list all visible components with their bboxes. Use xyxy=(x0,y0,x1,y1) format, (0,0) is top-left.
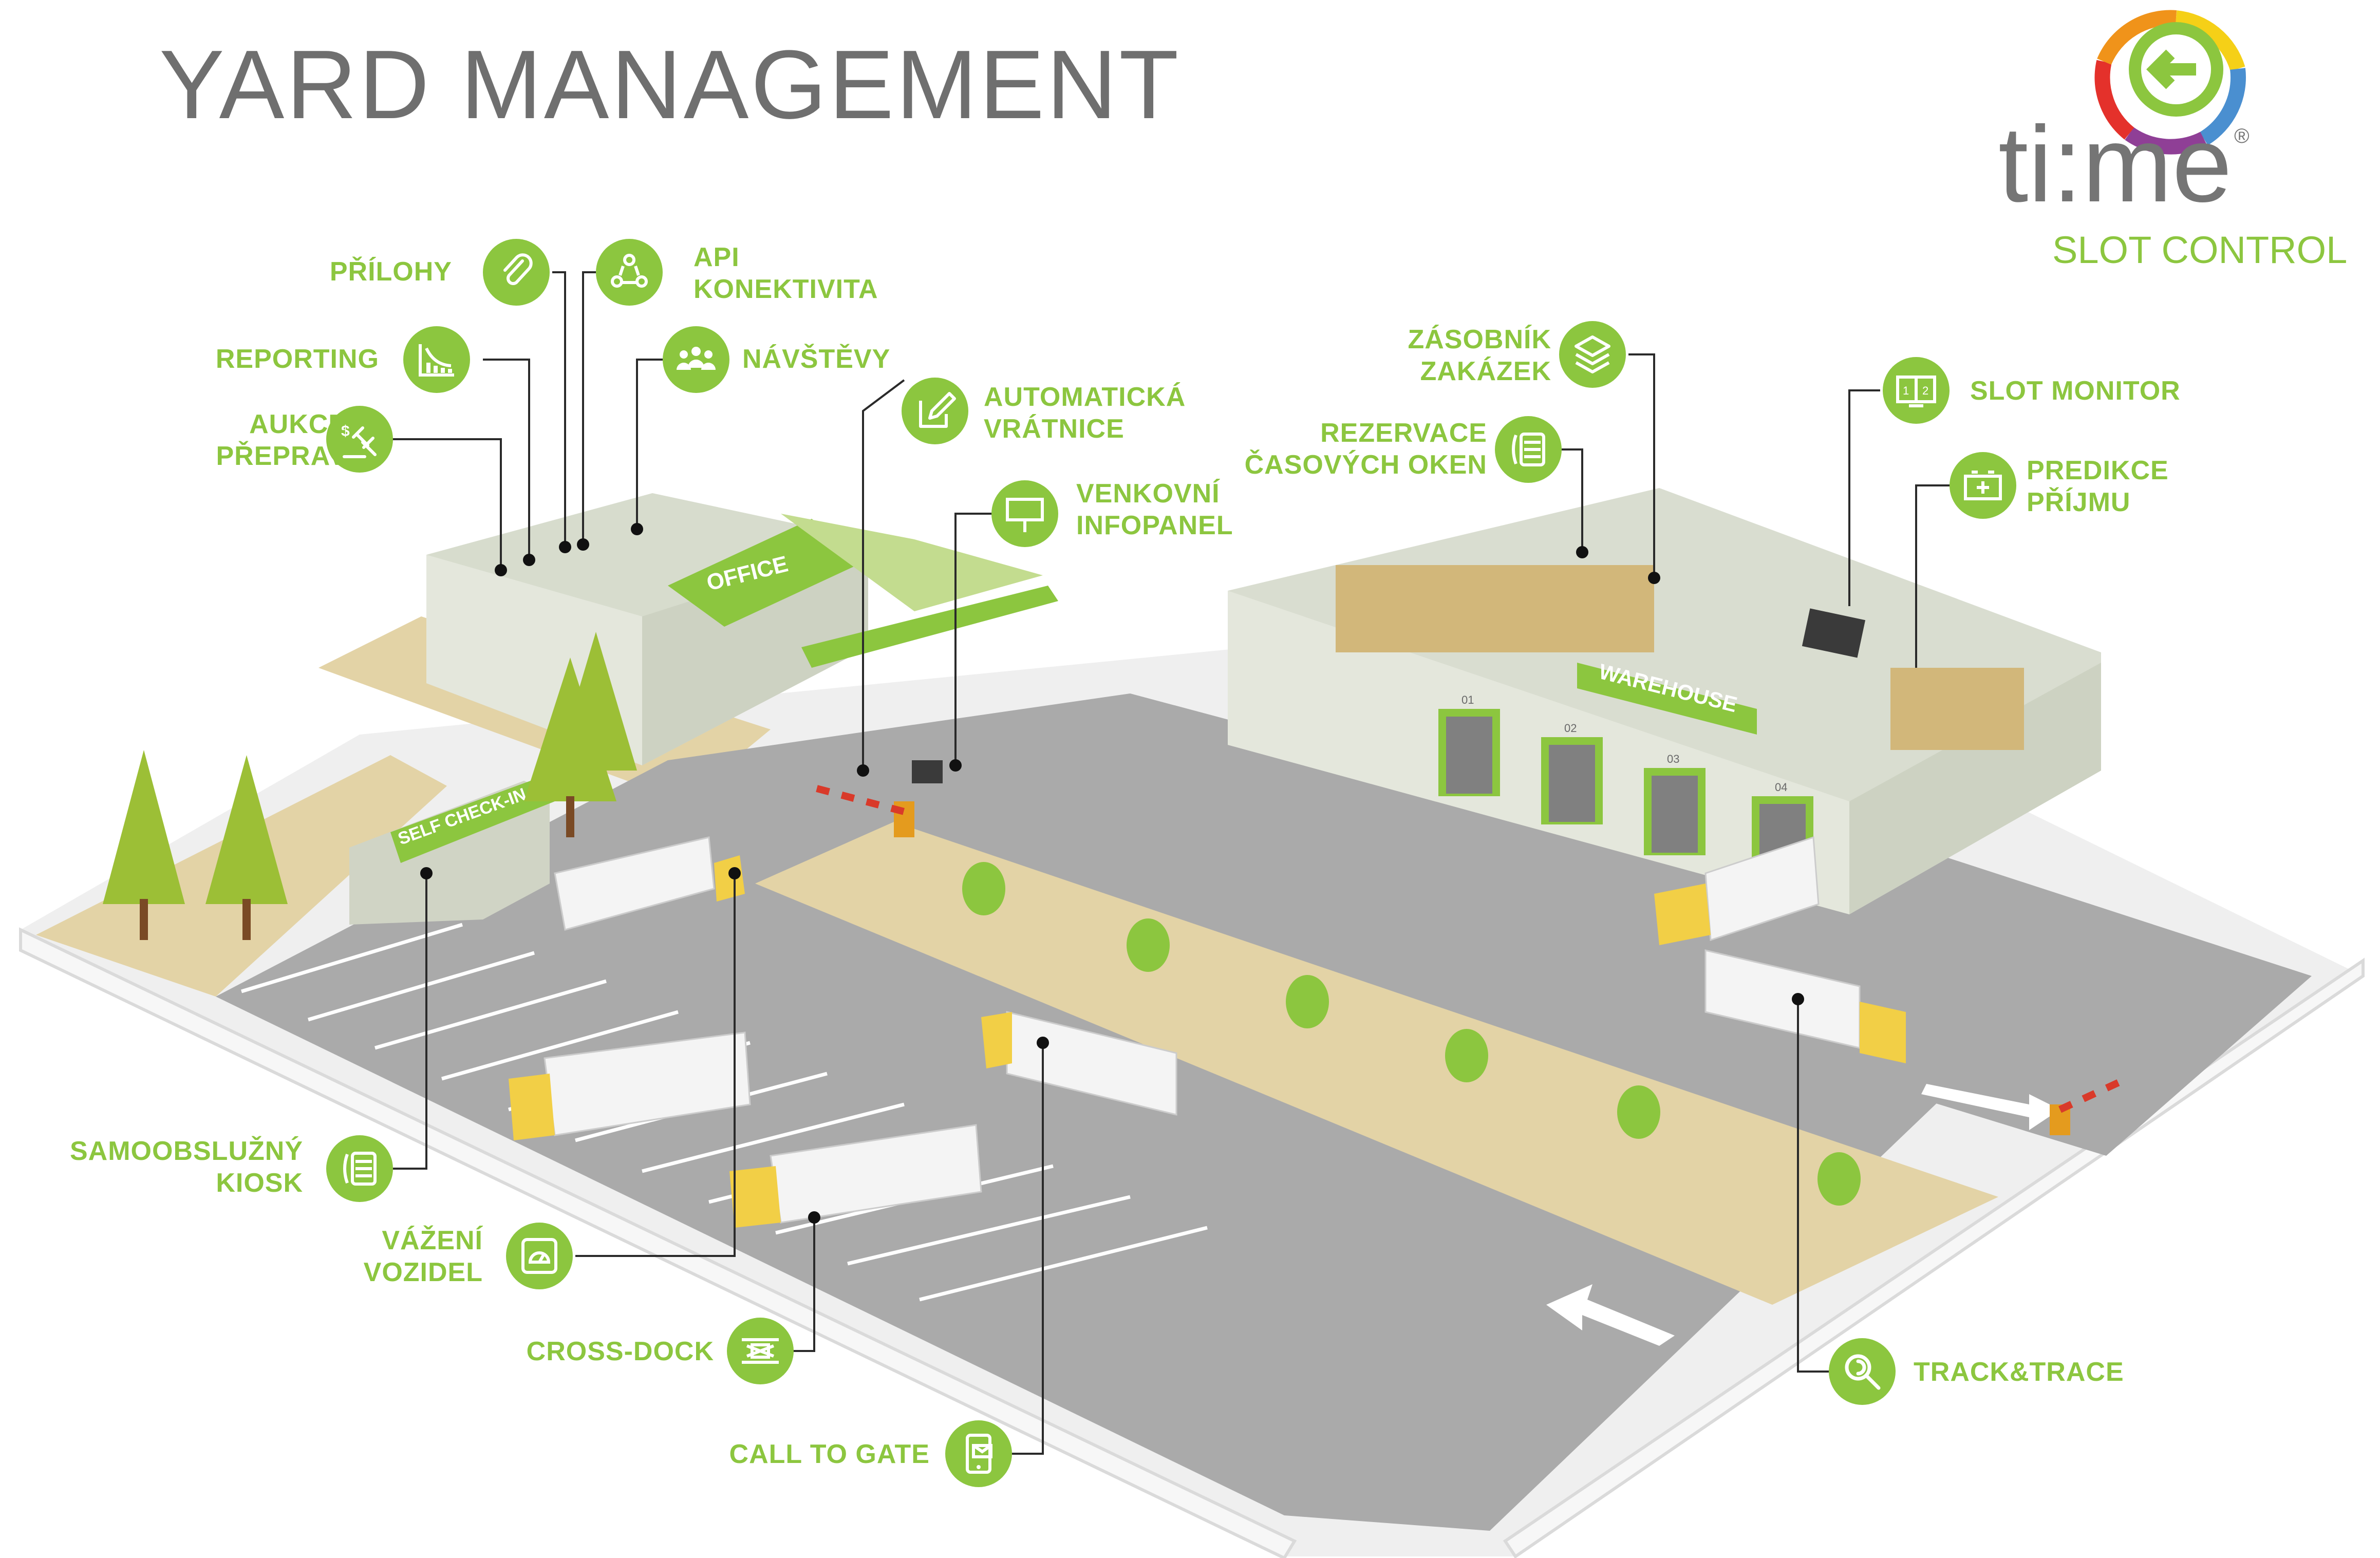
visitors-group-icon[interactable] xyxy=(663,326,729,393)
feature-label-line: KONEKTIVITA xyxy=(694,274,878,304)
feature-label-navstevy: NÁVŠTĚVY xyxy=(742,343,890,375)
page-title: YARD MANAGEMENT xyxy=(159,30,1181,139)
truck xyxy=(981,1011,1177,1116)
feature-label-line: ZÁSOBNÍK xyxy=(1408,325,1551,354)
office-building: OFFICE xyxy=(426,493,1058,765)
direction-arrow-exit xyxy=(1921,1084,2060,1130)
truck xyxy=(554,836,745,931)
registered-mark: ® xyxy=(2234,125,2250,147)
feature-label-line: API xyxy=(694,242,740,272)
feature-label-line: CALL TO GATE xyxy=(729,1439,930,1469)
phone-message-icon[interactable] xyxy=(945,1420,1012,1487)
feature-label-reporting: REPORTING xyxy=(216,343,379,375)
weighing-scale-icon[interactable] xyxy=(506,1223,573,1289)
feature-label-line: PREDIKCE xyxy=(2027,456,2169,485)
feature-label-line: SLOT MONITOR xyxy=(1970,376,2181,406)
gate-barriers xyxy=(816,760,2128,1135)
leader-dots xyxy=(420,523,1804,1224)
feature-label-line: ZAKÁZEK xyxy=(1420,356,1551,386)
feature-label-line: REZERVACE xyxy=(1320,418,1487,448)
trees xyxy=(103,632,637,940)
dock-number-4: 04 xyxy=(1775,781,1787,794)
time-logo-mark xyxy=(2094,10,2246,155)
curb-edge xyxy=(19,927,1297,1558)
direction-arrow xyxy=(1546,1284,1675,1346)
median-shrubs xyxy=(962,862,1861,1206)
warehouse-racks xyxy=(1336,565,2024,750)
trucks xyxy=(509,836,1906,1228)
feature-label-slotmonitor: SLOT MONITOR xyxy=(1970,375,2181,407)
feature-label-line: AUTOMATICKÁ xyxy=(984,382,1186,412)
feature-label-prilohy: PŘÍLOHY xyxy=(330,256,452,288)
feature-label-line: VRÁTNICE xyxy=(984,414,1125,444)
paperclip-icon[interactable] xyxy=(483,239,550,306)
feature-label-line: PŘEPRAV xyxy=(216,441,347,471)
feature-label-line: AUKCE xyxy=(249,409,347,439)
svg-text:1: 1 xyxy=(1903,384,1909,397)
svg-text:2: 2 xyxy=(1922,384,1928,397)
edit-pen-icon[interactable] xyxy=(902,378,968,444)
kiosk-icon[interactable] xyxy=(326,1135,393,1202)
self-checkin-building: SELF CHECK-IN xyxy=(349,776,555,925)
feature-label-line: NÁVŠTĚVY xyxy=(742,344,891,374)
battery-plus-icon[interactable] xyxy=(1950,452,2016,519)
layers-stack-icon[interactable] xyxy=(1559,321,1626,388)
network-nodes-icon[interactable] xyxy=(596,239,663,306)
truck xyxy=(1654,836,1820,945)
logo-wordmark: ti:me® xyxy=(1998,110,2250,218)
truck xyxy=(1704,949,1906,1063)
feature-label-line: SAMOOBSLUŽNÝ xyxy=(70,1136,303,1166)
asphalt-right xyxy=(1644,842,2312,1156)
feature-label-tracktrace: TRACK&TRACE xyxy=(1914,1356,2124,1388)
bar-chart-icon[interactable] xyxy=(403,326,470,393)
feature-label-line: CROSS-DOCK xyxy=(526,1337,714,1366)
search-magnifier-icon[interactable] xyxy=(1829,1338,1896,1405)
feature-label-line: PŘÍLOHY xyxy=(329,257,452,287)
logo-wordmark-text: ti:me xyxy=(1998,104,2233,224)
feature-label-line: PŘÍJMU xyxy=(2027,487,2131,517)
warehouse-building: WAREHOUSE 01 02 03 04 xyxy=(1228,488,2101,914)
feature-label-crossdock: CROSS-DOCK xyxy=(527,1336,714,1367)
slot-monitor-screen xyxy=(1802,608,1866,658)
leader-lines xyxy=(390,271,1952,1455)
feature-label-line: VOZIDEL xyxy=(363,1257,483,1287)
feature-label-line: VENKOVNÍ xyxy=(1076,479,1220,509)
feature-label-line: TRACK&TRACE xyxy=(1914,1357,2124,1387)
feature-label-line: ČASOVÝCH OKEN xyxy=(1244,450,1487,480)
feature-label-line: REPORTING xyxy=(215,344,379,374)
billboard-icon[interactable] xyxy=(991,480,1058,547)
logo-subtitle: SLOT CONTROL xyxy=(2052,229,2348,271)
feature-label-line: KIOSK xyxy=(216,1168,303,1198)
svg-text:$: $ xyxy=(341,423,350,440)
auction-gavel-icon[interactable]: $ xyxy=(326,406,393,473)
feature-label-line: VÁŽENÍ xyxy=(382,1226,483,1255)
truck xyxy=(509,1031,751,1140)
cross-dock-icon[interactable] xyxy=(727,1318,794,1384)
feature-label-line: INFOPANEL xyxy=(1076,511,1233,540)
dock-number-1: 01 xyxy=(1461,693,1474,706)
dock-number-3: 03 xyxy=(1667,753,1679,765)
sand-median xyxy=(755,822,1998,1305)
feature-label-calltogate: CALL TO GATE xyxy=(729,1438,930,1470)
truck xyxy=(729,1124,982,1228)
dock-number-2: 02 xyxy=(1564,722,1577,735)
slot-list-icon[interactable] xyxy=(1495,416,1562,483)
